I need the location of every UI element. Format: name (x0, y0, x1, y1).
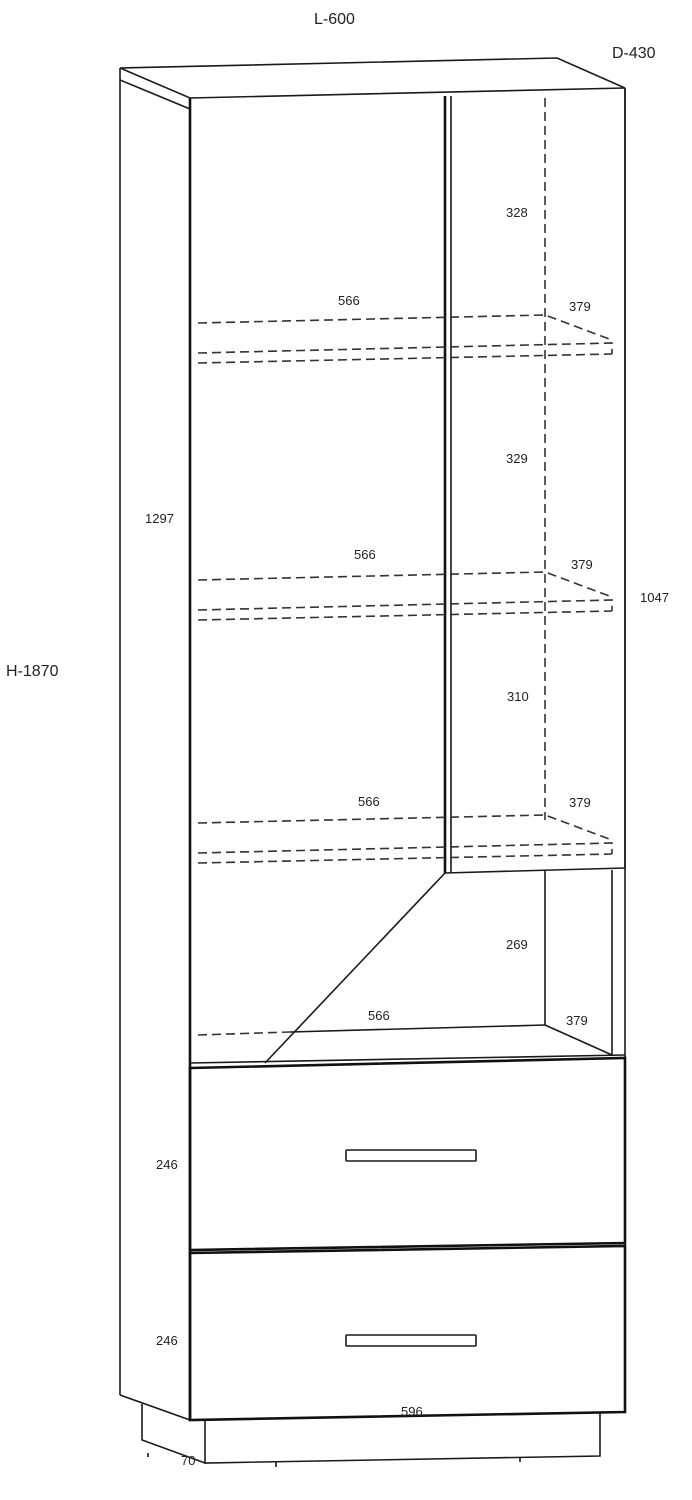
shelf-2 (197, 571, 613, 621)
open-niche (189, 870, 626, 1064)
niche-depth-label: 379 (566, 1013, 588, 1028)
plinth-front (204, 1412, 601, 1464)
glass-door (443, 88, 626, 874)
shelf-2-depth-label: 379 (571, 557, 593, 572)
shelf-3-width-label: 566 (358, 794, 380, 809)
shelf-2-gap-label: 329 (506, 451, 528, 466)
drawer-1 (188, 1056, 627, 1252)
niche-front-floor (189, 1054, 626, 1064)
plinth-side (141, 1404, 206, 1464)
niche-floor-hidden (197, 1031, 291, 1036)
overall-depth-label: D-430 (612, 45, 656, 62)
shelf-1-depth-label: 379 (569, 299, 591, 314)
drawer-2-front (188, 1244, 627, 1422)
shelf-1 (197, 314, 613, 364)
drawer-1-handle (345, 1149, 477, 1162)
shelf-1-gap-label: 328 (506, 205, 528, 220)
shelf-3 (197, 814, 613, 864)
drawer-1-height-label: 246 (156, 1157, 178, 1172)
drawer-2-height-label: 246 (156, 1333, 178, 1348)
top-panel (119, 57, 626, 99)
niche-back-floor (289, 1024, 546, 1033)
interior-hidden-lines (197, 98, 613, 1036)
niche-width-label: 566 (368, 1008, 390, 1023)
left-side-bottom (119, 1394, 191, 1421)
overall-width-label: L-600 (314, 11, 355, 28)
shelf-3-depth-label: 379 (569, 795, 591, 810)
top-panel-edge (119, 79, 191, 110)
shelf-2-width-label: 566 (354, 547, 376, 562)
dimension-labels: L-600 D-430 H-1870 1297 1047 328 566 379… (6, 11, 669, 1468)
overall-height-label: H-1870 (6, 663, 59, 680)
base-width-label: 596 (401, 1404, 423, 1419)
drawer-1-front (188, 1056, 627, 1252)
shelf-3-gap-label: 310 (507, 689, 529, 704)
plinth (141, 1404, 601, 1467)
niche-floor-depth (544, 1024, 613, 1056)
drawer-2-handle (345, 1334, 477, 1347)
cabinet-carcass (119, 57, 626, 1421)
niche-height-label: 269 (506, 937, 528, 952)
niche-diagonal (264, 872, 446, 1064)
opening-height-label: 1047 (640, 590, 669, 605)
shelf-1-width-label: 566 (338, 293, 360, 308)
drawer-2 (188, 1244, 627, 1422)
door-height-label: 1297 (145, 511, 174, 526)
door-bottom-edge (444, 867, 626, 874)
base-height-label: 70 (181, 1453, 195, 1468)
